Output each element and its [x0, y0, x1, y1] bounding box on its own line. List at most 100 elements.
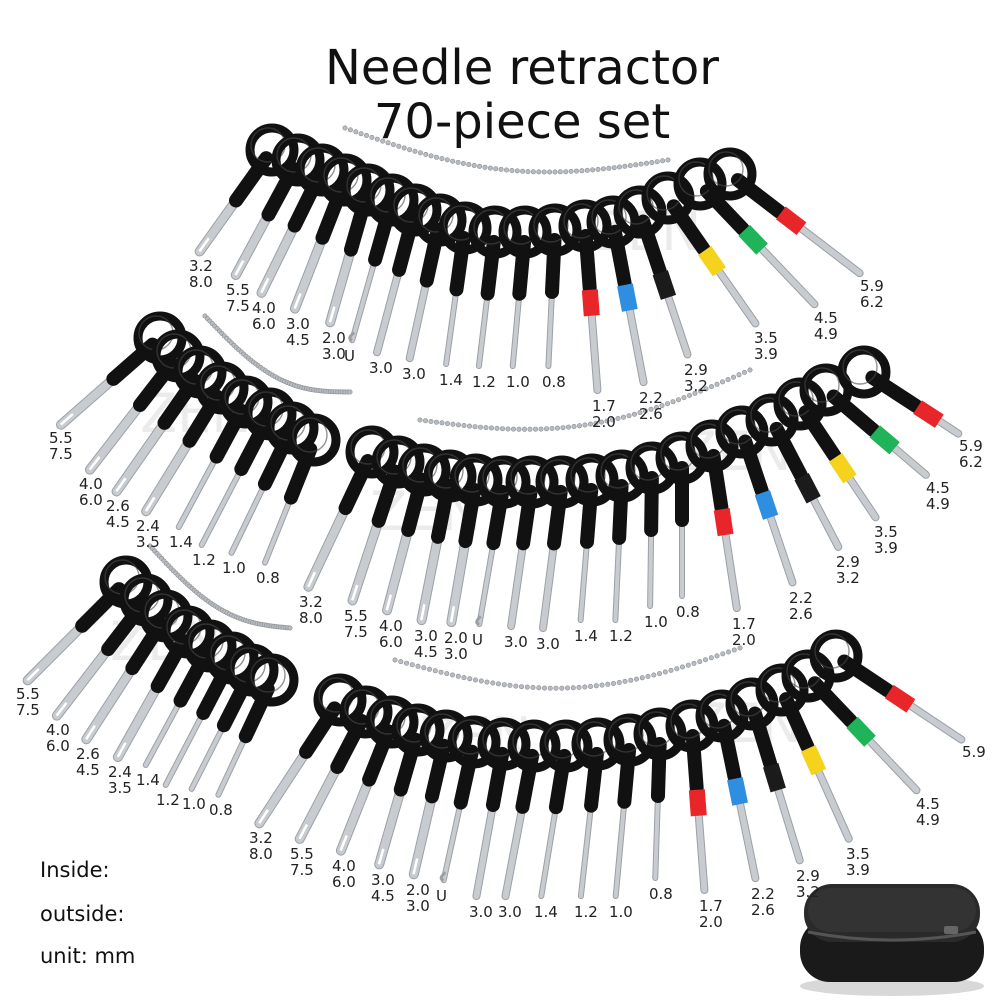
bead-chain-group — [147, 125, 753, 691]
size-label: 5.5 7.5 — [49, 429, 73, 463]
size-label: 1.0 — [644, 613, 668, 631]
size-label: 2.4 3.5 — [136, 517, 160, 551]
terminal-tool — [695, 689, 760, 883]
size-label: 1.0 — [506, 373, 530, 391]
size-label: 5.9 6.2 — [959, 437, 983, 471]
size-label: 1.2 — [609, 627, 633, 645]
terminal-tool — [685, 419, 741, 613]
size-label: 0.8 — [256, 569, 280, 587]
size-label: 2.2 2.6 — [639, 389, 663, 423]
terminal-tool — [535, 455, 589, 633]
terminal-tool — [505, 455, 559, 631]
terminal-tool — [641, 171, 760, 328]
terminal-tool — [230, 133, 325, 280]
terminal-tool — [809, 629, 966, 744]
terminal-tool — [755, 663, 853, 843]
size-label: 5.9 6.2 — [860, 277, 884, 311]
terminal-tool — [373, 183, 442, 357]
zipper-case-icon — [800, 884, 984, 996]
terminal-tool — [475, 455, 531, 628]
size-label: 1.2 — [472, 373, 496, 391]
terminal-tool — [303, 425, 399, 592]
terminal-tool — [111, 345, 227, 497]
size-label: 3.5 3.9 — [874, 523, 898, 557]
terminal-tool — [837, 345, 963, 438]
legend-unit: unit: mm — [40, 944, 136, 968]
terminal-tool — [81, 589, 193, 745]
size-label: 2.4 3.5 — [108, 763, 132, 797]
terminal-tool — [438, 201, 492, 368]
size-label: 3.0 — [469, 903, 493, 921]
terminal-tool — [228, 401, 319, 556]
size-label: 3.2 8.0 — [299, 593, 323, 627]
bead-chain-icon — [147, 543, 293, 631]
terminal-tool — [665, 699, 719, 895]
size-label: 2.9 3.2 — [684, 361, 708, 395]
terminal-tool — [325, 163, 395, 328]
size-label: 1.4 — [169, 533, 193, 551]
size-label: 2.6 4.5 — [106, 497, 130, 531]
size-label: 0.8 — [676, 603, 700, 621]
size-label: 3.5 3.9 — [846, 845, 870, 879]
terminal-tool — [439, 715, 501, 884]
size-label: 1.0 — [609, 903, 633, 921]
terminal-tool — [725, 677, 804, 865]
terminal-tool — [261, 413, 341, 566]
size-label: 1.4 — [534, 903, 558, 921]
size-label: U — [344, 347, 355, 365]
size-label: 1.7 2.0 — [699, 897, 723, 931]
size-label: 4.5 4.9 — [926, 479, 950, 513]
bead-chain-icon — [342, 125, 671, 175]
size-label: 5.9 — [962, 743, 986, 761]
terminal-tool — [215, 653, 299, 798]
bead-chain-icon — [392, 645, 743, 691]
terminal-tool — [799, 363, 930, 479]
size-label: 3.0 — [536, 635, 560, 653]
size-label: 5.5 7.5 — [290, 845, 314, 879]
size-label: 1.4 — [574, 627, 598, 645]
terminal-tool — [51, 573, 173, 721]
terminal-tool — [289, 153, 372, 314]
terminal-tool — [374, 703, 445, 870]
size-label: 0.8 — [649, 885, 673, 903]
size-label: 1.2 — [574, 903, 598, 921]
terminal-tool — [613, 185, 692, 359]
bead-chain-icon — [417, 367, 753, 432]
bead-chain-icon — [202, 313, 353, 395]
size-label: 1.2 — [156, 791, 180, 809]
size-label: 0.8 — [209, 801, 233, 819]
size-label: 4.5 4.9 — [814, 309, 838, 343]
legend-inside: Inside: — [40, 858, 110, 882]
size-label: U — [436, 887, 447, 905]
terminal-tool — [294, 685, 393, 844]
terminal-tool — [703, 147, 864, 278]
size-label: 0.8 — [542, 373, 566, 391]
terminal-tool — [254, 673, 367, 829]
title-line-2: 70-piece set — [373, 94, 671, 150]
size-label: 4.5 4.9 — [916, 795, 940, 829]
terminal-tool — [673, 157, 819, 309]
size-label: 3.2 8.0 — [249, 829, 273, 863]
terminal-tool — [586, 195, 648, 387]
legend-outside: outside: — [40, 902, 125, 926]
terminal-tool — [348, 173, 419, 344]
size-label: 3.0 — [504, 633, 528, 651]
size-label: 4.0 6.0 — [332, 857, 356, 891]
size-label: 5.5 7.5 — [16, 685, 40, 719]
terminal-tool — [498, 205, 552, 370]
terminal-tool — [194, 123, 299, 257]
size-label: 2.2 2.6 — [751, 885, 775, 919]
terminal-tool — [256, 143, 349, 298]
size-label: 3.0 — [402, 365, 426, 383]
terminal-tool — [773, 377, 880, 522]
size-label: 1.7 2.0 — [592, 397, 616, 431]
size-label: 1.0 — [222, 559, 246, 577]
size-label: 4.0 6.0 — [46, 721, 70, 755]
terminal-tool — [633, 707, 687, 882]
size-label: 1.0 — [182, 795, 206, 813]
size-label: 1.2 — [192, 551, 216, 569]
terminal-tool — [416, 449, 477, 626]
terminal-tool — [625, 441, 679, 610]
terminal-tool — [84, 329, 205, 475]
terminal-tool — [745, 393, 843, 551]
